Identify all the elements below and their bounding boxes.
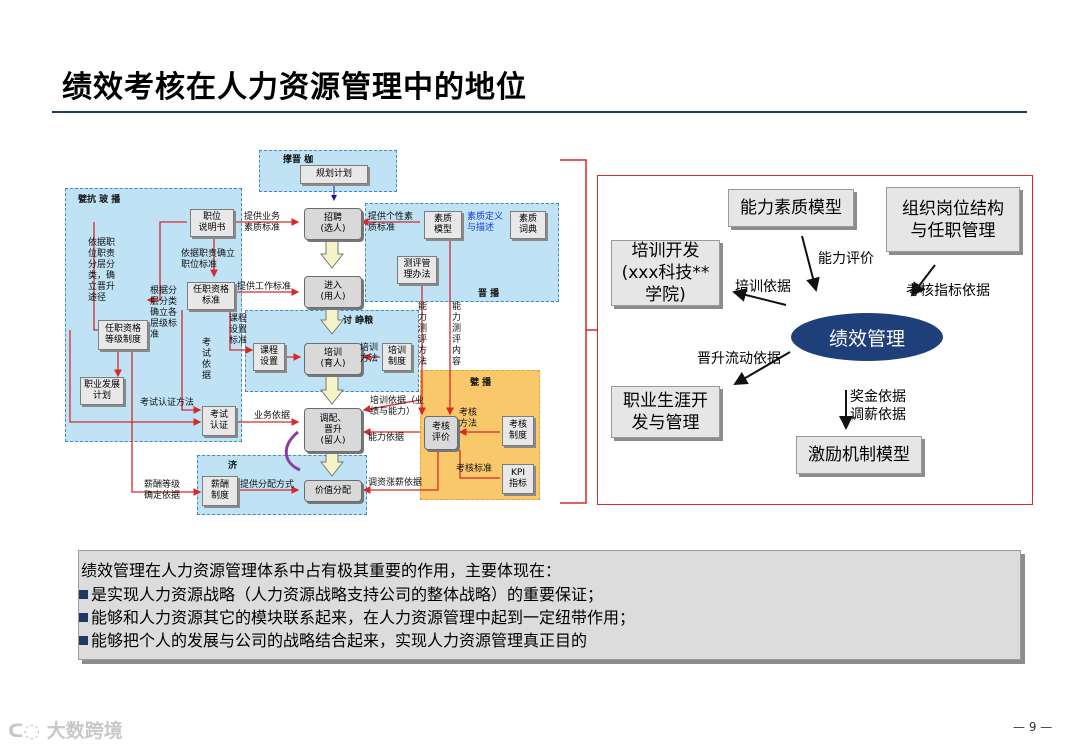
bullet-icon (79, 636, 88, 645)
region-orange-label: 甓 播 (470, 378, 492, 388)
label-provide-pers: 提供个性素 质标准 (368, 212, 414, 233)
label-biz-basis: 业务依据 (254, 411, 291, 421)
label-assess-way: 考核 方法 (459, 408, 478, 429)
box-recruit: 招聘 (选人) (304, 208, 362, 240)
label-provide-dist: 提供分配方式 (240, 480, 295, 490)
label-provide-biz: 提供业务 素质标准 (244, 212, 281, 233)
label-train-basis: 培训依据（业 绩与能力） (370, 396, 425, 417)
page-number: — 9 — (1013, 720, 1053, 734)
region-middle-label: 讨 峥粮 (343, 316, 374, 326)
box-career: 职业生涯开 发与管理 (611, 386, 720, 438)
label-assess-std: 考核标准 (456, 464, 493, 474)
box-assess-method: 测评管 理办法 (397, 256, 437, 284)
box-salary-system: 薪酬 制度 (202, 476, 238, 506)
bullet-icon (79, 613, 88, 622)
label-promo-basis: 晋升流动依据 (697, 351, 781, 367)
label-exam-method: 考试认证方法 (140, 398, 195, 408)
box-job-description: 职位 说明书 (190, 209, 234, 237)
summary-point-text: 能够和人力资源其它的模块联系起来，在人力资源管理中起到一定纽带作用； (91, 608, 636, 627)
page-title: 绩效考核在人力资源管理中的地位 (62, 70, 527, 105)
watermark-logo: ᑕ◌ 大数跨境 (8, 716, 123, 743)
bullet-icon (79, 590, 88, 599)
center-performance: 绩效管理 (791, 313, 943, 361)
box-train-system: 培训 制度 (382, 343, 412, 371)
label-ability-basis: 能力依据 (368, 433, 405, 443)
box-ability-model: 能力素质模型 (728, 189, 854, 227)
summary-point-text: 能够把个人的发展与公司的战略结合起来，实现人力资源管理真正目的 (91, 631, 588, 650)
box-quality-dict: 素质 词典 (510, 211, 546, 239)
box-incentive: 激励机制模型 (796, 436, 922, 474)
label-course-std: 课程 设置 标准 (229, 314, 248, 346)
box-transfer: 调配、 晋升 (留人) (304, 408, 362, 452)
summary-point-3: 能够把个人的发展与公司的战略结合起来，实现人力资源管理真正目的 (79, 631, 587, 651)
label-train-method: 培训 方法 (360, 343, 379, 364)
title-divider (52, 111, 1027, 113)
region-bottom-label: 济 (228, 461, 238, 471)
box-appraisal-system: 考核 制度 (502, 416, 534, 446)
box-course: 课程 设置 (253, 343, 285, 371)
box-org-structure: 组织岗位结构 与任职管理 (886, 187, 1020, 252)
summary-point-1: 是实现人力资源战略（人力资源战略支持公司的整体战略）的重要保证； (79, 585, 603, 605)
region-right-label: 晋 播 (478, 289, 500, 299)
label-salary-adjust: 调资涨薪依据 (368, 478, 423, 488)
region-top-label: 撑晋 枷 (283, 155, 314, 165)
region-left-label: 甓抗 玻 播 (78, 195, 121, 205)
logo-text: 大数跨境 (46, 720, 123, 742)
box-qualification-std: 任职资格 标准 (187, 282, 235, 310)
box-career-plan: 职业发展 计划 (80, 377, 124, 405)
label-classify: 根据分 层分类 确立各 层级标 准 (150, 286, 178, 340)
summary-box: 绩效管理在人力资源管理体系中占有极其重要的作用，主要体现在： 是实现人力资源战略… (78, 550, 1021, 660)
label-bonus-basis: 奖金依据 调薪依据 (850, 389, 906, 423)
label-provide-work: 提供工作标准 (237, 282, 292, 292)
label-train-basis-r: 培训依据 (735, 279, 791, 295)
summary-point-text: 是实现人力资源战略（人力资源战略支持公司的整体战略）的重要保证； (91, 585, 604, 604)
box-value-distribution: 价值分配 (304, 480, 362, 502)
box-plan: 规划计划 (300, 165, 368, 184)
box-train: 培训 (育人) (304, 343, 362, 375)
box-kpi: KPI 指标 (502, 464, 534, 494)
label-ability-method: 能力测评方法 (417, 302, 427, 367)
label-salary-grade: 薪酬等级 确定依据 (144, 480, 181, 501)
box-exam: 考试 认证 (202, 406, 236, 436)
label-ability-eval: 能力评价 (818, 251, 874, 267)
summary-intro: 绩效管理在人力资源管理体系中占有极其重要的作用，主要体现在： (81, 561, 562, 580)
label-quality-def: 素质定义 与描述 (467, 212, 504, 233)
label-basis-resp: 依据职责确立 职位标准 (181, 249, 236, 270)
label-ability-content: 能力测评内容 (451, 302, 461, 367)
summary-point-2: 能够和人力资源其它的模块联系起来，在人力资源管理中起到一定纽带作用； (79, 608, 635, 628)
label-basis-job: 依据职 位职责 分层分 类，确 立晋升 途径 (88, 238, 116, 303)
label-exam-basis: 考试依据 (201, 338, 211, 381)
box-training: 培训开发 (xxx科技** 学院) (611, 240, 720, 306)
logo-icon: ᑕ◌ (8, 720, 47, 742)
box-quality-model: 素质 模型 (424, 211, 462, 239)
box-enter: 进入 (用人) (304, 276, 362, 308)
box-qual-grade: 任职资格 等级制度 (98, 320, 148, 350)
label-assess-basis: 考核指标依据 (906, 283, 990, 299)
box-appraisal: 考核 评价 (424, 416, 458, 450)
